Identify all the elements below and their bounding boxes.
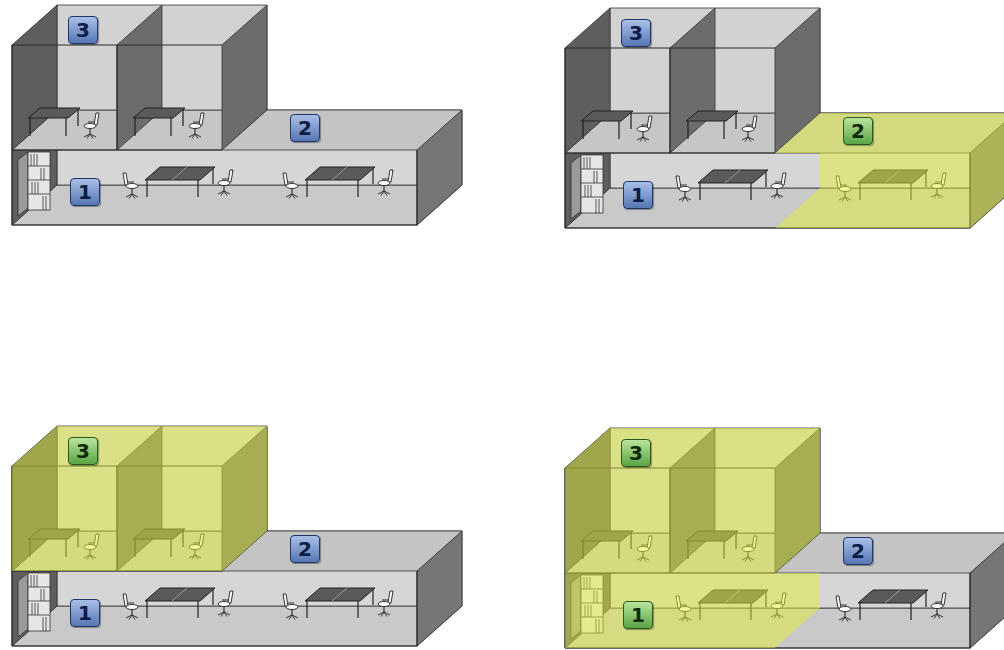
zone-highlight — [12, 426, 267, 571]
zone-highlight — [565, 428, 820, 573]
callout-number: 3 — [621, 439, 651, 467]
zone-highlight — [565, 573, 820, 648]
callout-number: 2 — [290, 535, 320, 563]
zone-highlight — [775, 113, 1004, 228]
callout-number: 1 — [623, 601, 653, 629]
callout-number: 3 — [621, 19, 651, 47]
panel — [565, 428, 1004, 648]
callout-number: 1 — [623, 181, 653, 209]
callout-number: 1 — [70, 599, 100, 627]
panel — [12, 426, 462, 646]
callout-number: 2 — [843, 117, 873, 145]
callout-number: 2 — [290, 114, 320, 142]
callout-number: 3 — [68, 437, 98, 465]
callout-number: 2 — [843, 537, 873, 565]
callout-number: 1 — [70, 178, 100, 206]
panel — [12, 5, 462, 225]
callout-number: 3 — [68, 16, 98, 44]
panel — [565, 8, 1004, 228]
